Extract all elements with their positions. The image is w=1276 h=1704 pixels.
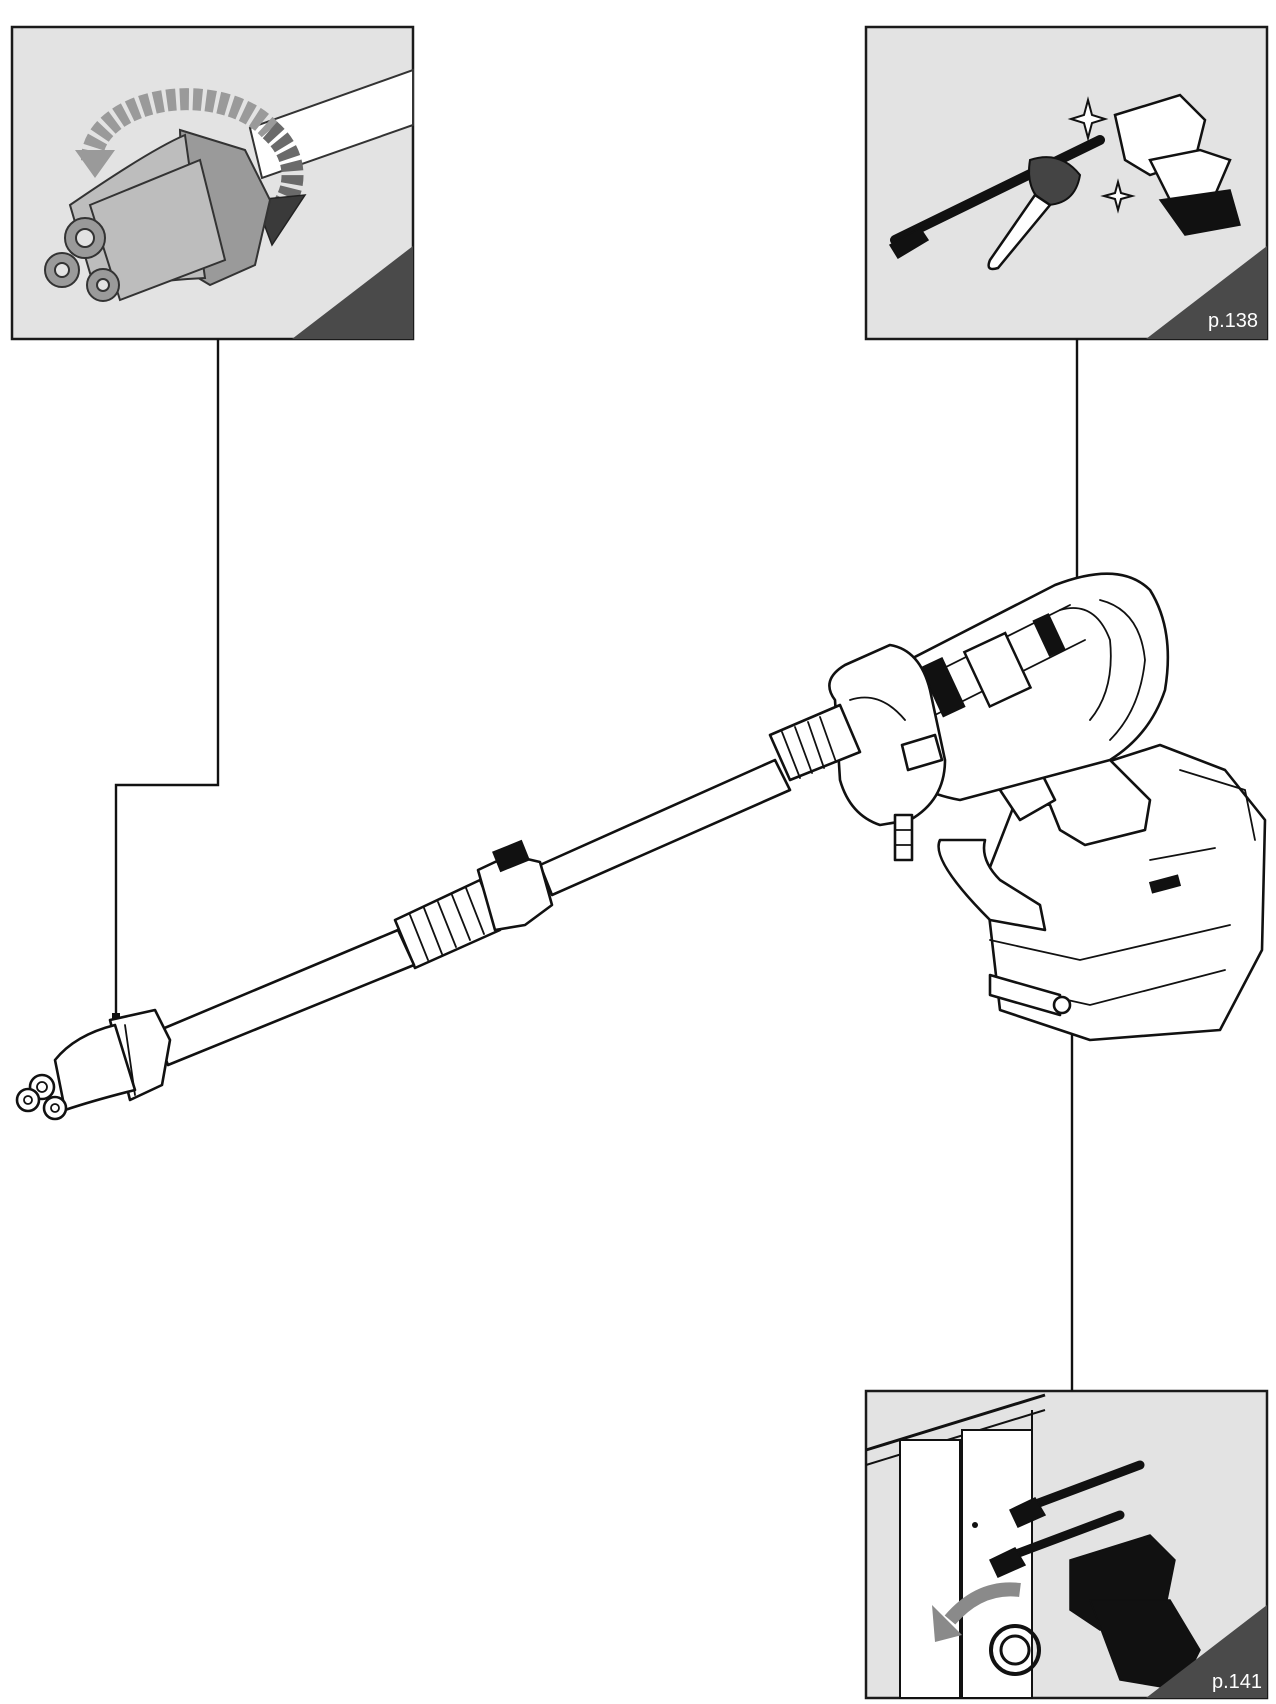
page-ref-cleaning: p.138 [1208, 310, 1258, 332]
panel-nozzle-rotation [10, 25, 415, 341]
storage-cabinet-icon [865, 1393, 1201, 1699]
lance-rear [538, 703, 862, 897]
pump-head [828, 643, 947, 862]
pressure-washer-illustration [15, 572, 1267, 1121]
sparkle-icon [1067, 96, 1136, 214]
lance-front [153, 928, 416, 1067]
motor-housing [868, 572, 1170, 802]
panel-storage: p.141 [864, 1389, 1269, 1700]
nozzle-tip [15, 1008, 172, 1121]
curved-arrow-icon [932, 1582, 1021, 1642]
nozzle-head-detail [44, 128, 272, 302]
cleaning-brush-icon [888, 93, 1241, 271]
panel-cleaning: p.138 [864, 25, 1269, 341]
lance-coupling [393, 839, 554, 970]
page-ref-storage: p.141 [1212, 1671, 1262, 1693]
leader-nozzle [114, 339, 220, 1018]
